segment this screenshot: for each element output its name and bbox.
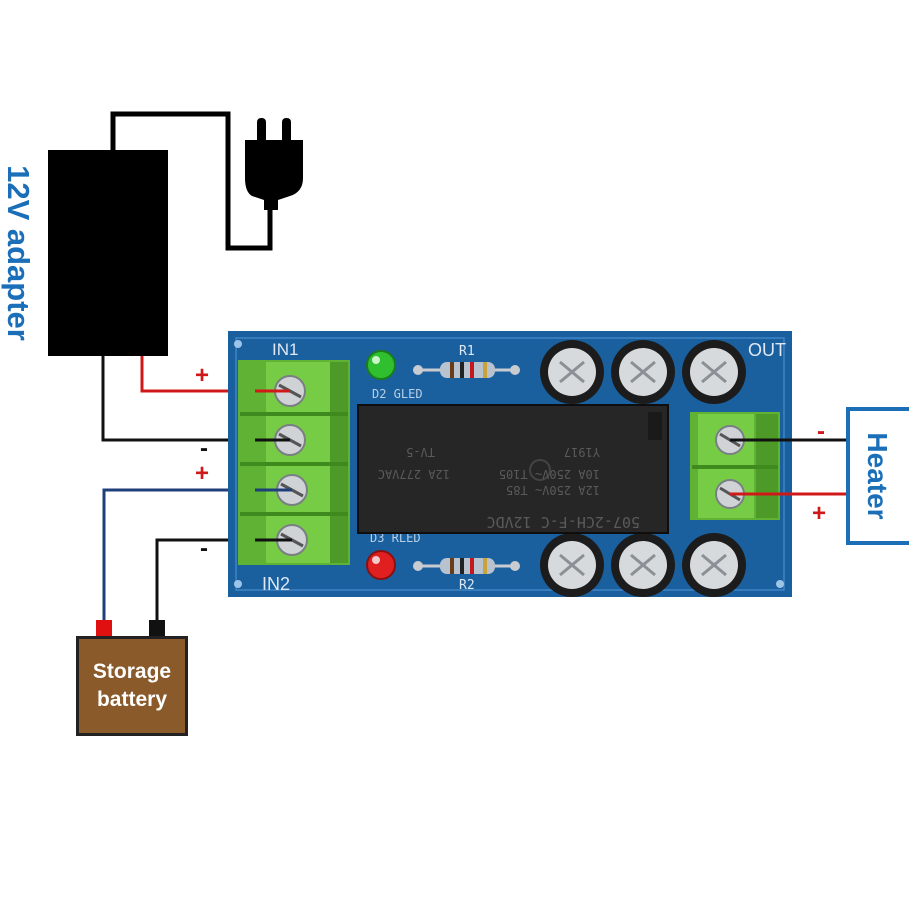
label-r1: R1 [459, 344, 475, 359]
label-d3: D3 RLED [370, 531, 421, 545]
label-d2: D2 GLED [372, 387, 423, 401]
relay-line-4: Y1917 [564, 445, 600, 459]
relay [357, 404, 669, 534]
battery-terminal-negative [149, 620, 165, 638]
label-out: OUT [748, 340, 786, 360]
out-plus-mark: + [812, 500, 827, 527]
label-in1: IN1 [272, 340, 298, 359]
in1-minus-mark: - [200, 435, 208, 462]
green-led [366, 350, 396, 380]
relay-line-1: 507-2CH-F-C 12VDC [486, 513, 640, 531]
capacitor [540, 340, 604, 404]
capacitor [682, 533, 746, 597]
wire-adapter-negative [101, 356, 290, 442]
label-r2: R2 [459, 578, 475, 593]
power-plug-icon [245, 118, 303, 210]
resistor-r2 [413, 558, 520, 574]
heater-box [846, 407, 909, 545]
battery-label-line-2: battery [96, 688, 168, 711]
capacitor [611, 533, 675, 597]
in2-minus-mark: - [200, 535, 208, 562]
battery-terminal-positive [96, 620, 112, 638]
adapter-plug-cord [110, 111, 273, 251]
capacitor [611, 340, 675, 404]
relay-line-3: 10A 250V~ T105 [499, 467, 600, 481]
battery-label-line-1: Storage [92, 660, 172, 683]
capacitor [682, 340, 746, 404]
resistor-r1 [413, 362, 520, 378]
adapter-body [48, 150, 168, 356]
relay-line-2: 12A 250V~ T85 [506, 483, 600, 497]
relay-markings: 507-2CH-F-C 12VDC 12A 250V~ T85 10A 250V… [378, 445, 640, 531]
capacitor [540, 533, 604, 597]
relay-line-6: TV-5 [406, 445, 435, 459]
adapter-label: 12V adapter [1, 165, 36, 341]
storage-battery: Storage battery [76, 636, 188, 736]
relay-line-5: 12A 277VAC [378, 467, 450, 481]
in2-plus-mark: + [195, 460, 210, 487]
red-led [366, 550, 396, 580]
label-in2: IN2 [262, 574, 290, 594]
heater-label: Heater [862, 432, 893, 520]
in1-plus-mark: + [195, 362, 210, 389]
out-minus-mark: - [817, 418, 825, 445]
